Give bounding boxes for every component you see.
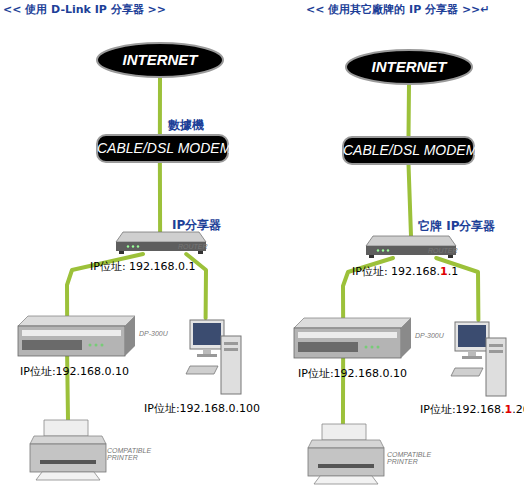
printer-device: COMPATIBLE PRINTER xyxy=(30,420,106,480)
node-title: CABLE/DSL MODEM xyxy=(97,140,228,156)
internet-cloud: INTERNET xyxy=(346,50,472,84)
ip-address: IP位址:192.168.1.200 xyxy=(420,404,524,417)
internet-cloud: INTERNET xyxy=(97,43,223,77)
modem-band: 數據機CABLE/DSL MODEM xyxy=(97,135,228,162)
ip-part: .1 xyxy=(448,265,459,278)
ip-address: IP位址: 192.168.1.1 xyxy=(352,266,458,279)
network-cable xyxy=(158,77,162,135)
printer-device-shape xyxy=(30,420,106,480)
network-cable xyxy=(409,164,412,236)
computer-device-shape xyxy=(190,318,242,396)
network-cable xyxy=(407,84,412,137)
ip-address: IP位址:192.168.0.100 xyxy=(144,403,260,416)
router-device: 它牌 IP分享器ROUTERIP位址: 192.168.1.1 xyxy=(366,236,456,258)
ip-address: IP位址:192.168.0.10 xyxy=(298,368,407,381)
printer-device-shape xyxy=(308,424,384,484)
node-title: CABLE/DSL MODEM xyxy=(343,142,474,158)
panel-heading: << 使用 D-Link IP 分享器 >> xyxy=(3,2,166,17)
device-marking: COMPATIBLE PRINTER xyxy=(107,447,155,461)
node-title: INTERNET xyxy=(97,51,223,68)
device-label: 它牌 IP分享器 xyxy=(418,220,495,234)
print-server-shape xyxy=(294,318,411,358)
device-marking: COMPATIBLE PRINTER xyxy=(387,451,435,465)
device-marking: ROUTER xyxy=(178,243,208,250)
network-cable xyxy=(158,162,162,232)
modem-band: CABLE/DSL MODEM xyxy=(343,137,474,164)
device-marking: DP-300U xyxy=(415,332,444,339)
printer-device: COMPATIBLE PRINTER xyxy=(308,424,384,484)
ip-part: .200 xyxy=(512,403,524,416)
print-server-shape xyxy=(18,316,135,356)
router-device: IP分享器ROUTERIP位址: 192.168.0.1 xyxy=(116,232,206,254)
ip-part: 1 xyxy=(505,403,513,416)
ip-part: IP位址: 192.168. xyxy=(352,265,440,278)
print-server: DP-300UIP位址:192.168.0.10 xyxy=(294,318,411,358)
network-cable xyxy=(436,258,478,320)
panel-heading: << 使用其它廠牌的 IP 分享器 >>↵ xyxy=(306,2,490,17)
device-marking: DP-300U xyxy=(139,330,168,337)
ip-part: 1 xyxy=(440,265,448,278)
computer-device: IP位址:192.168.0.100 xyxy=(190,318,242,396)
computer-device-shape xyxy=(455,320,507,398)
computer-device: IP位址:192.168.1.200 xyxy=(455,320,507,398)
ip-address: IP位址: 192.168.0.1 xyxy=(90,261,196,274)
device-label: 數據機 xyxy=(168,119,204,133)
node-title: INTERNET xyxy=(346,58,472,75)
ip-address: IP位址:192.168.0.10 xyxy=(20,366,129,379)
print-server: DP-300UIP位址:192.168.0.10 xyxy=(18,316,135,356)
device-label: IP分享器 xyxy=(172,219,221,233)
ip-part: IP位址:192.168. xyxy=(420,403,505,416)
device-marking: ROUTER xyxy=(428,247,458,254)
